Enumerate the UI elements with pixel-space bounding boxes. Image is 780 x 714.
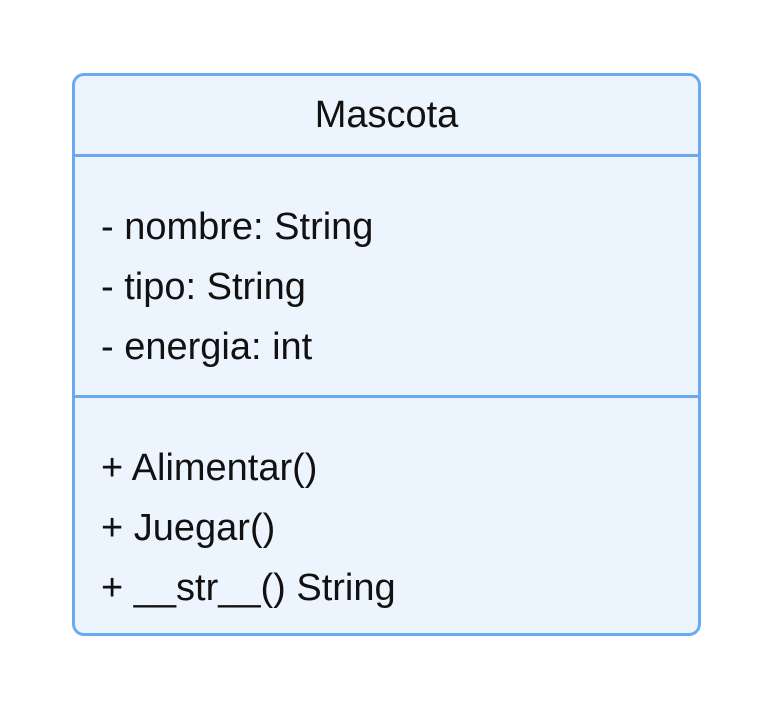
attribute-item: - nombre: String	[101, 206, 374, 248]
attribute-item: - tipo: String	[101, 266, 306, 308]
attribute-item: - energia: int	[101, 326, 313, 368]
class-name: Mascota	[314, 94, 459, 136]
attributes-compartment: - nombre: String - tipo: String - energi…	[75, 157, 698, 398]
method-item: + Alimentar()	[101, 447, 318, 489]
method-item: + Juegar()	[101, 507, 276, 549]
method-item: + __str__() String	[101, 567, 396, 609]
methods-compartment: + Alimentar() + Juegar() + __str__() Str…	[75, 398, 698, 618]
class-header: Mascota	[75, 76, 698, 157]
uml-class-box: Mascota - nombre: String - tipo: String …	[72, 73, 701, 636]
